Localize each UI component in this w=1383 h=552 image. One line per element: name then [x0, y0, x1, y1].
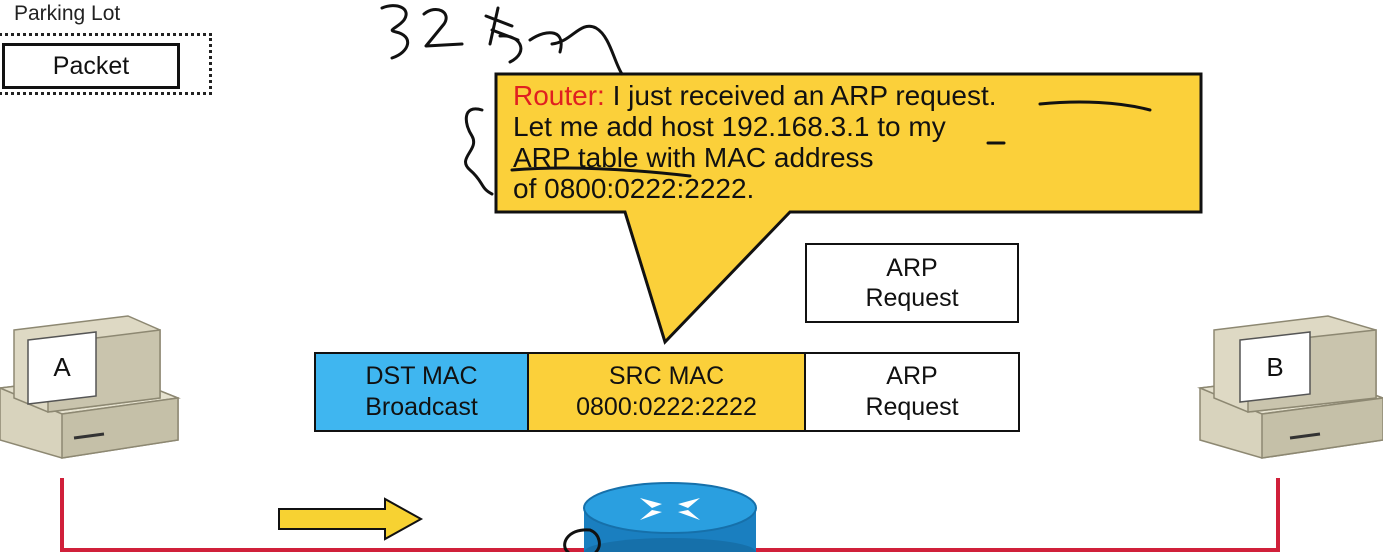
parking-lot-area — [0, 33, 212, 95]
arp-request-box: ARP Request — [805, 243, 1019, 323]
callout-line-2: Let me add host 192.168.3.1 to my — [513, 111, 946, 142]
router-callout-text: Router: I just received an ARP request. … — [513, 80, 1193, 204]
callout-line-3: ARP table with MAC address — [513, 142, 874, 173]
callout-line-1: Router: I just received an ARP request. — [513, 80, 1193, 111]
dst-mac-label: DST MAC — [365, 362, 478, 390]
payload-line-1: ARP — [886, 362, 938, 390]
payload-line-2: Request — [865, 393, 959, 421]
frame-src-mac: SRC MAC 0800:0222:2222 — [529, 354, 806, 430]
callout-balloon — [494, 72, 1203, 345]
handwriting-32-bytes — [380, 4, 624, 76]
direction-arrow — [278, 497, 424, 541]
callout-speaker: Router: — [513, 80, 605, 111]
parking-lot-label: Parking Lot — [14, 2, 121, 25]
underline-request — [1038, 100, 1152, 112]
bracket-mark — [464, 107, 494, 196]
src-mac-value: 0800:0222:2222 — [576, 393, 757, 421]
dst-mac-value: Broadcast — [365, 393, 478, 421]
parked-packet: Packet — [2, 43, 180, 89]
underline-arp-table — [510, 166, 692, 178]
circle-mark — [563, 528, 601, 552]
callout-line-4: of 0800:0222:2222. — [513, 173, 755, 204]
packet-label: Packet — [52, 51, 130, 80]
computer-b-icon — [1197, 315, 1383, 459]
frame-dst-mac: DST MAC Broadcast — [316, 354, 529, 430]
frame-payload: ARP Request — [806, 354, 1018, 430]
callout-line-1-text: I just received an ARP request. — [604, 80, 997, 111]
host-a-label: A — [53, 352, 71, 382]
src-mac-label: SRC MAC — [608, 362, 725, 390]
router-icon — [583, 482, 757, 552]
host-b-label: B — [1266, 352, 1284, 382]
computer-a-icon — [0, 315, 181, 459]
pen-annotations — [380, 4, 1152, 552]
ethernet-frame: DST MAC Broadcast SRC MAC 0800:0222:2222… — [314, 352, 1020, 432]
arp-request-line-2: Request — [865, 284, 959, 312]
arp-request-line-1: ARP — [886, 254, 938, 282]
